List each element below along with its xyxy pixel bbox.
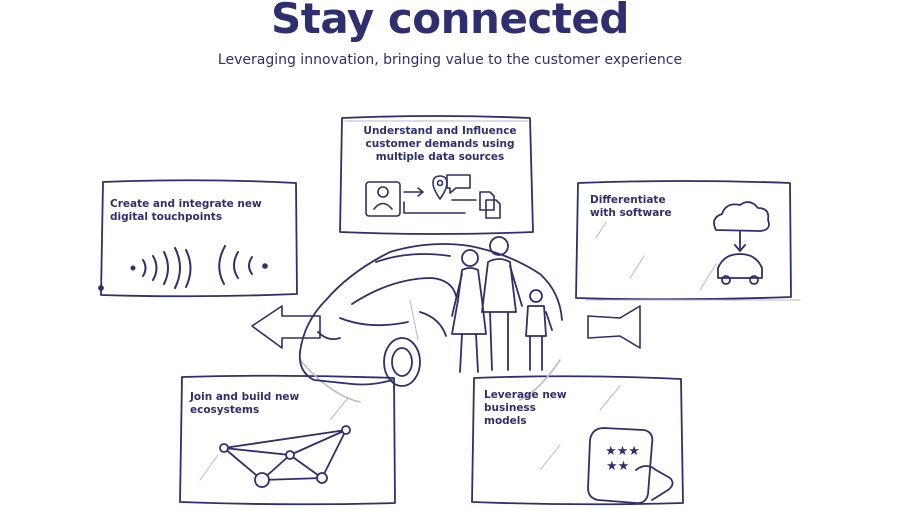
card-ecosystems-label: Join and build new ecosystems bbox=[190, 391, 300, 416]
svg-text:★★: ★★ bbox=[606, 459, 629, 474]
data-sources-icon bbox=[365, 174, 501, 219]
flow-arrows bbox=[251, 299, 801, 403]
card-touchpoints-frame bbox=[98, 179, 298, 298]
card-software-frame bbox=[575, 180, 792, 301]
car-sketch bbox=[298, 243, 563, 387]
card-touchpoints-label: Create and integrate new digital touchpo… bbox=[110, 198, 262, 223]
card-business-label: Leverage new business models bbox=[484, 389, 567, 427]
tablet-rating-icon: ★★★ ★★ bbox=[587, 427, 674, 504]
card-understand-frame bbox=[339, 115, 534, 235]
wireless-signal-icon bbox=[130, 245, 268, 289]
page-subtitle: Leveraging innovation, bringing value to… bbox=[217, 52, 683, 68]
network-graph-icon bbox=[219, 425, 351, 488]
card-software-label: Differentiate with software bbox=[590, 194, 672, 219]
page-title: Stay connected bbox=[271, 0, 629, 43]
card-ecosystems-frame bbox=[179, 374, 396, 506]
card-understand-label: Understand and Influence customer demand… bbox=[363, 125, 517, 163]
family-sketch bbox=[451, 236, 553, 373]
cloud-to-car-icon bbox=[713, 201, 770, 285]
svg-text:★★★: ★★★ bbox=[605, 444, 640, 459]
card-business-frame bbox=[471, 375, 684, 506]
